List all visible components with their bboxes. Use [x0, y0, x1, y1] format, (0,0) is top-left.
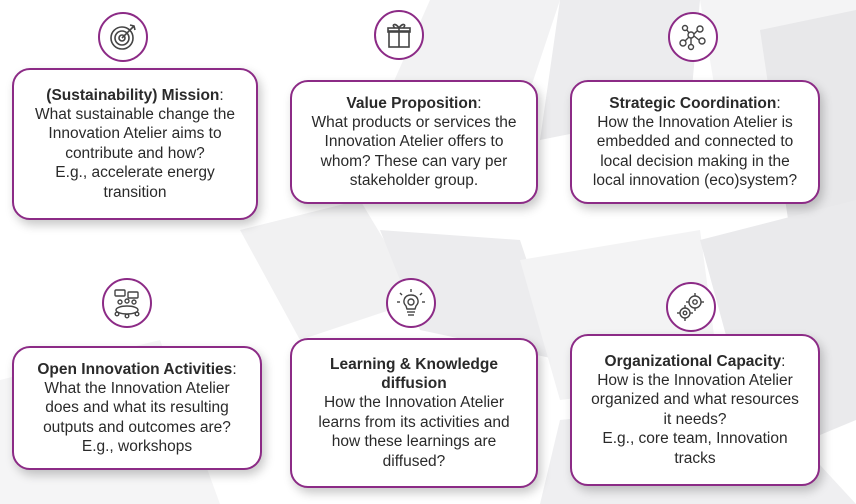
- card-body-line: local innovation (eco)system?: [592, 172, 798, 189]
- card-value-proposition: Value Proposition: What products or serv…: [290, 80, 538, 204]
- card-organizational-capacity: Organizational Capacity: How is the Inno…: [570, 334, 820, 486]
- card-body-line: What the Innovation Atelier: [44, 379, 230, 397]
- card-title: Strategic Coordination:: [609, 94, 781, 112]
- card-title: Learning & Knowledge diffusion: [330, 356, 498, 392]
- card-body-line: E.g., accelerate energy: [55, 164, 215, 182]
- lightbulb-icon: [386, 278, 436, 328]
- card-body-line: How is the Innovation Atelier: [597, 371, 793, 389]
- card-body-line: E.g., core team, Innovation: [602, 430, 788, 448]
- card-body-line: Innovation Atelier offers to: [324, 133, 504, 150]
- card-learning-knowledge-diffusion: Learning & Knowledge diffusion How the I…: [290, 338, 538, 488]
- card-title: Open Innovation Activities:: [37, 360, 237, 378]
- card-body-line: E.g., workshops: [81, 438, 193, 455]
- card-body-line: whom? These can vary per: [320, 152, 508, 170]
- gift-icon: [374, 10, 424, 60]
- card-body-line: diffused?: [382, 452, 446, 470]
- card-title: (Sustainability) Mission:: [46, 86, 224, 104]
- card-body-line: Innovation Atelier aims to: [48, 125, 222, 143]
- card-body-line: How the Innovation Atelier: [323, 394, 505, 411]
- card-body-line: embedded and connected to: [596, 133, 794, 150]
- card-body-line: transition: [103, 183, 167, 201]
- card-strategic-coordination: Strategic Coordination: How the Innovati…: [570, 80, 820, 204]
- network-icon: [668, 12, 718, 62]
- card-body-line: organized and what resources: [591, 391, 799, 409]
- card-body-line: stakeholder group.: [349, 172, 479, 189]
- card-body-line: local decision making in the: [600, 152, 790, 170]
- card-body-line: it needs?: [663, 410, 727, 428]
- target-icon: [98, 12, 148, 62]
- card-body-line: how these learnings are: [331, 433, 497, 450]
- card-body-line: outputs and outcomes are?: [43, 418, 231, 436]
- card-body-line: What sustainable change the: [35, 105, 235, 123]
- card-body-line: tracks: [674, 449, 716, 467]
- group-discussion-icon: [102, 278, 152, 328]
- card-body-line: How the Innovation Atelier is: [597, 113, 793, 131]
- card-body-line: does and what its resulting: [45, 399, 229, 416]
- gears-icon: [666, 282, 716, 332]
- card-body-line: What products or services the: [311, 113, 517, 131]
- card-title: Value Proposition:: [346, 94, 482, 112]
- card-body-line: learns from its activities and: [318, 413, 510, 431]
- card-open-innovation-activities: Open Innovation Activities: What the Inn…: [12, 346, 262, 470]
- card-body-line: contribute and how?: [65, 144, 205, 162]
- card-title: Organizational Capacity:: [604, 352, 786, 370]
- card-sustainability-mission: (Sustainability) Mission: What sustainab…: [12, 68, 258, 220]
